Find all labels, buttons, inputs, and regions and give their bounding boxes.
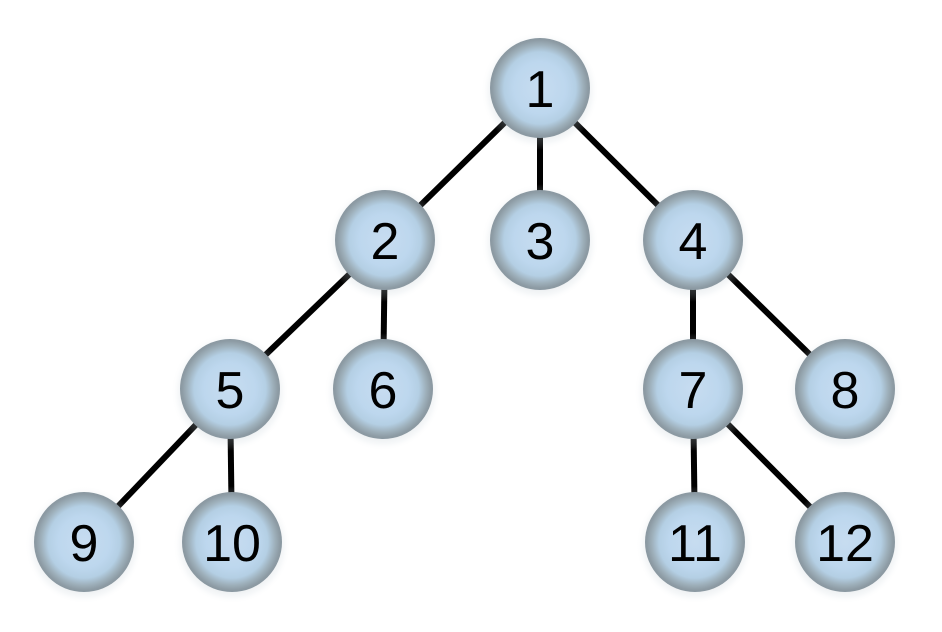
node-label-3: 3 — [526, 213, 555, 271]
tree-node-7[interactable]: 7 — [643, 339, 743, 439]
node-circle-6 — [333, 339, 433, 439]
edge-group — [81, 85, 848, 545]
tree-node-11[interactable]: 11 — [645, 492, 745, 592]
tree-node-9[interactable]: 9 — [34, 492, 134, 592]
node-circle-12 — [795, 492, 895, 592]
node-label-6: 6 — [369, 362, 398, 420]
node-label-1: 1 — [526, 61, 555, 119]
tree-node-1[interactable]: 1 — [490, 38, 590, 138]
node-label-12: 12 — [816, 515, 874, 573]
node-circle-4 — [643, 190, 743, 290]
node-label-10: 10 — [203, 515, 261, 573]
node-label-8: 8 — [831, 362, 860, 420]
tree-node-2[interactable]: 2 — [335, 190, 435, 290]
node-label-5: 5 — [216, 362, 245, 420]
node-circle-5 — [180, 339, 280, 439]
tree-node-5[interactable]: 5 — [180, 339, 280, 439]
node-circle-9 — [34, 492, 134, 592]
tree-node-6[interactable]: 6 — [333, 339, 433, 439]
node-label-4: 4 — [679, 213, 708, 271]
node-circle-1 — [490, 38, 590, 138]
tree-node-12[interactable]: 12 — [795, 492, 895, 592]
node-circle-7 — [643, 339, 743, 439]
node-label-7: 7 — [679, 362, 708, 420]
tree-node-10[interactable]: 10 — [182, 492, 282, 592]
node-circle-11 — [645, 492, 745, 592]
node-circle-3 — [490, 190, 590, 290]
node-label-2: 2 — [371, 213, 400, 271]
node-label-11: 11 — [668, 515, 722, 573]
node-label-9: 9 — [70, 515, 99, 573]
node-circle-10 — [182, 492, 282, 592]
tree-node-3[interactable]: 3 — [490, 190, 590, 290]
node-circle-8 — [795, 339, 895, 439]
tree-node-8[interactable]: 8 — [795, 339, 895, 439]
tree-node-4[interactable]: 4 — [643, 190, 743, 290]
node-circle-2 — [335, 190, 435, 290]
